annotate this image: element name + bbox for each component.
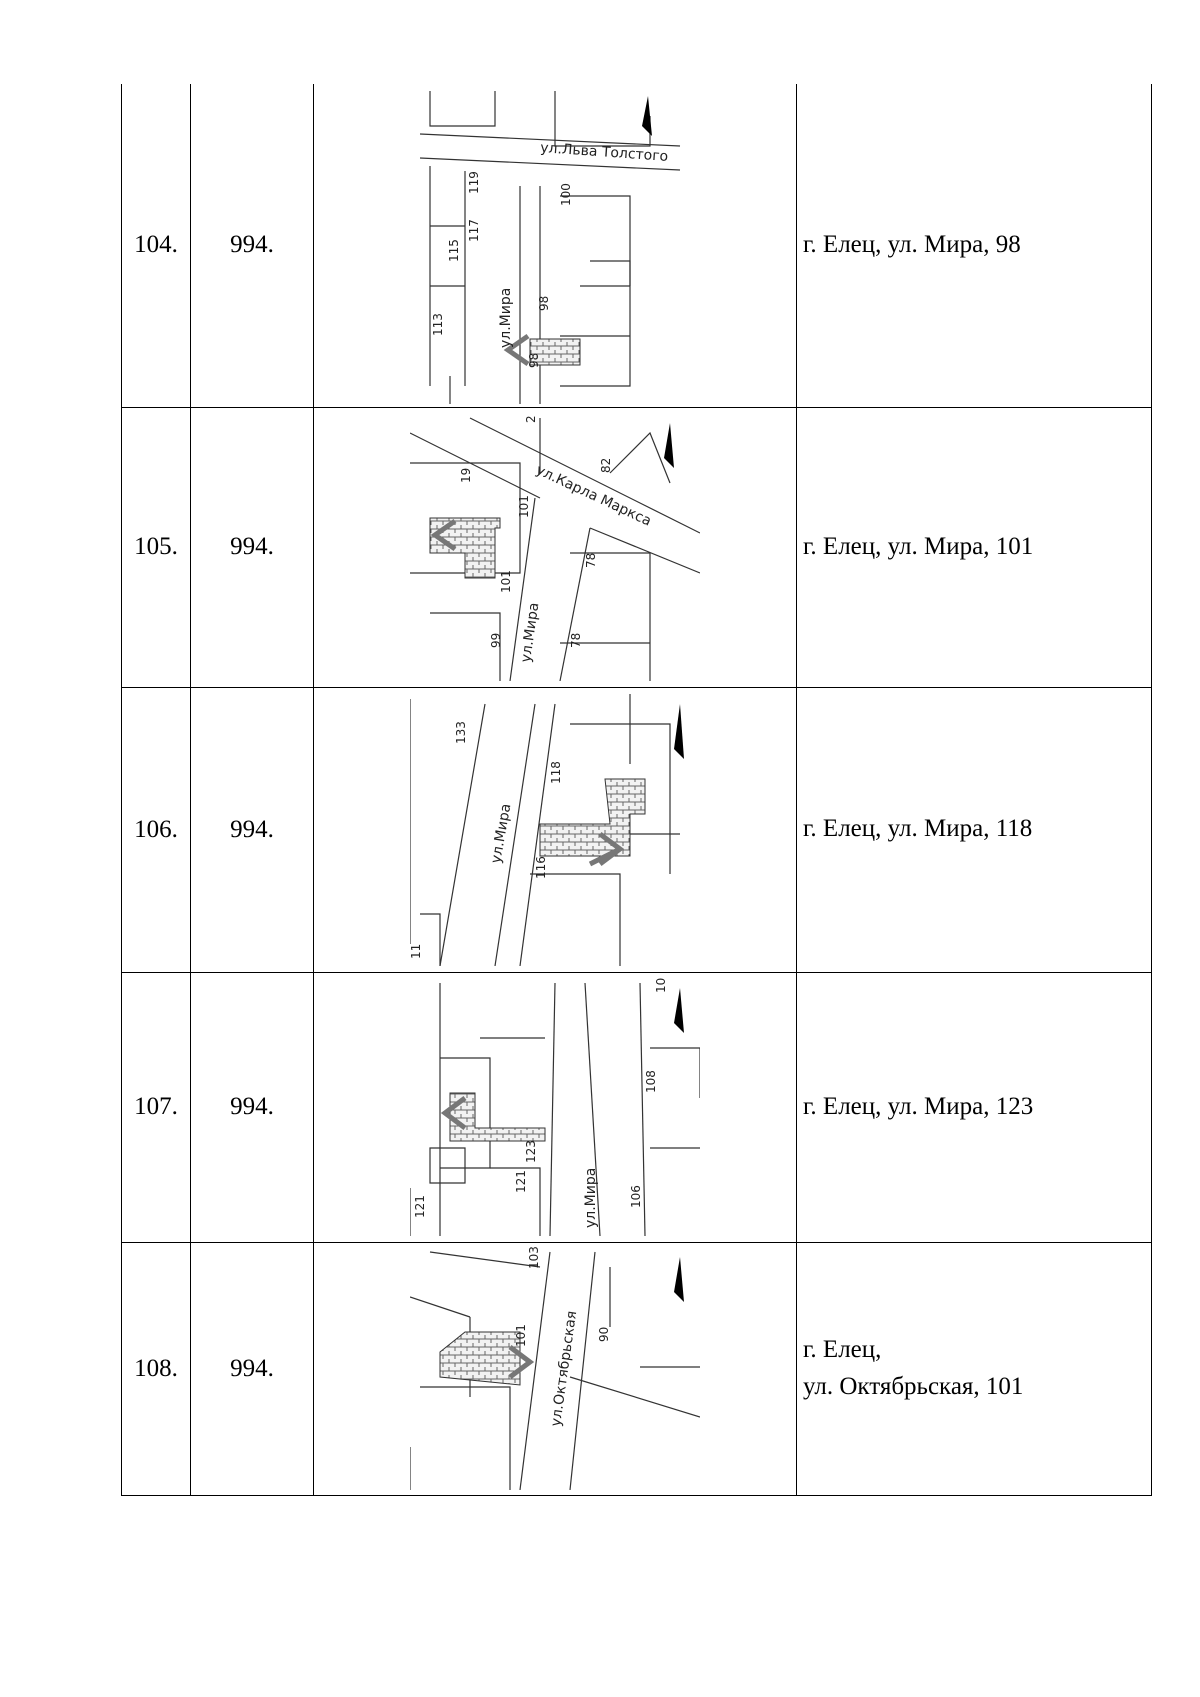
house-number: 117 <box>467 219 481 242</box>
house-number: 78 <box>584 553 598 568</box>
map-cell: ул.Мира 133 118 116 11 <box>313 686 797 973</box>
site-map: ул.Мира 133 118 116 11 <box>410 693 700 966</box>
north-arrow-icon <box>674 703 684 759</box>
row-code: 994. <box>190 84 314 408</box>
house-number: 119 <box>467 171 481 194</box>
row-number: 107. <box>121 971 191 1243</box>
hatched-plot <box>439 1331 521 1386</box>
site-map: ул.Октябрьская 103 101 90 <box>410 1247 700 1490</box>
house-number: 103 <box>527 1247 541 1269</box>
hatched-plot <box>449 1092 546 1142</box>
address-cell: г. Елец, ул. Мира, 98 <box>796 84 1152 408</box>
address-cell: г. Елец, ул. Октябрьская, 101 <box>796 1241 1152 1496</box>
address-line: г. Елец, ул. Мира, 98 <box>803 231 1021 259</box>
site-map: ул.Льва Толстого ул.Мира 119 117 115 113… <box>420 86 690 405</box>
house-number: 101 <box>517 495 531 518</box>
house-number: 113 <box>431 313 445 336</box>
row-number: 106. <box>121 686 191 973</box>
address-line: г. Елец, ул. Мира, 123 <box>803 1092 1034 1120</box>
street-label: ул.Карла Маркса <box>533 462 653 529</box>
address-line: г. Елец, <box>803 1336 882 1364</box>
site-map: ул.Мира 10 108 123 121 121 106 <box>410 978 700 1236</box>
pointer-arrow <box>508 1345 535 1379</box>
address-line: г. Елец, ул. Мира, 101 <box>803 532 1034 560</box>
house-number: 90 <box>597 1327 611 1342</box>
table-row: 105. 994. ул.Карла Маркса ул.Мира 2 82 1… <box>121 406 1152 688</box>
table-row: 106. 994. ул.Мира 133 118 116 11 г. Елец… <box>121 686 1152 973</box>
hatched-plot <box>529 338 581 366</box>
address-line: г. Елец, ул. Мира, 118 <box>803 815 1033 843</box>
north-arrow-icon <box>674 988 684 1033</box>
map-cell: ул.Мира 10 108 123 121 121 106 <box>313 971 797 1243</box>
pointer-arrow <box>430 518 457 552</box>
house-number: 19 <box>459 468 473 483</box>
house-number: 108 <box>644 1070 658 1093</box>
street-label: ул.Льва Толстого <box>540 140 669 165</box>
map-cell: ул.Октябрьская 103 101 90 <box>313 1241 797 1496</box>
pointer-arrow <box>503 334 530 367</box>
house-number: 101 <box>514 1324 528 1347</box>
house-number: 123 <box>524 1140 538 1163</box>
house-number: 115 <box>447 239 461 262</box>
north-arrow-icon <box>642 96 652 137</box>
house-number: 10 <box>654 978 668 993</box>
house-number: 99 <box>489 633 503 648</box>
house-number: 118 <box>549 761 563 784</box>
street-label: ул.Мира <box>488 802 514 864</box>
house-number: 100 <box>559 183 573 206</box>
north-arrow-icon <box>664 423 674 468</box>
house-number: 2 <box>524 415 538 423</box>
house-number: 121 <box>413 1195 427 1218</box>
row-number: 108. <box>121 1241 191 1496</box>
house-number: 98 <box>537 296 551 311</box>
registry-table: 104. 994. ул.Льва Толстого ул.Мира 119 1… <box>121 84 1152 1496</box>
street-label: ул.Мира <box>518 602 542 664</box>
address-cell: г. Елец, ул. Мира, 123 <box>796 971 1152 1243</box>
map-cell: ул.Льва Толстого ул.Мира 119 117 115 113… <box>313 84 797 408</box>
house-number: 78 <box>569 633 583 648</box>
map-cell: ул.Карла Маркса ул.Мира 2 82 19 101 101 … <box>313 406 797 688</box>
house-number: 133 <box>454 721 468 744</box>
address-cell: г. Елец, ул. Мира, 118 <box>796 686 1152 973</box>
table-row: 108. 994. ул.Октябрьская 103 101 90 г. Е <box>121 1241 1152 1496</box>
pointer-arrow <box>588 831 625 866</box>
house-number: 11 <box>410 943 423 958</box>
pointer-arrow <box>440 1096 467 1130</box>
row-code: 994. <box>190 1241 314 1496</box>
hatched-plot <box>429 517 501 579</box>
row-number: 105. <box>121 406 191 688</box>
house-number: 116 <box>534 856 548 879</box>
house-number: 82 <box>599 458 613 473</box>
table-row: 107. 994. ул.Мира 10 108 123 121 121 10 <box>121 971 1152 1243</box>
address-line: ул. Октябрьская, 101 <box>803 1372 1024 1400</box>
house-number: 101 <box>499 570 513 593</box>
house-number: 121 <box>514 1170 528 1193</box>
house-number: 106 <box>629 1185 643 1208</box>
row-code: 994. <box>190 686 314 973</box>
north-arrow-icon <box>674 1257 684 1302</box>
address-cell: г. Елец, ул. Мира, 101 <box>796 406 1152 688</box>
row-number: 104. <box>121 84 191 408</box>
hatched-plot <box>539 778 646 856</box>
site-map: ул.Карла Маркса ул.Мира 2 82 19 101 101 … <box>410 413 700 681</box>
street-label: ул.Мира <box>498 288 514 348</box>
house-number: 98 <box>527 353 541 368</box>
table-row: 104. 994. ул.Льва Толстого ул.Мира 119 1… <box>121 84 1152 408</box>
row-code: 994. <box>190 406 314 688</box>
street-label: ул.Мира <box>583 1168 599 1228</box>
row-code: 994. <box>190 971 314 1243</box>
street-label: ул.Октябрьская <box>548 1310 580 1428</box>
